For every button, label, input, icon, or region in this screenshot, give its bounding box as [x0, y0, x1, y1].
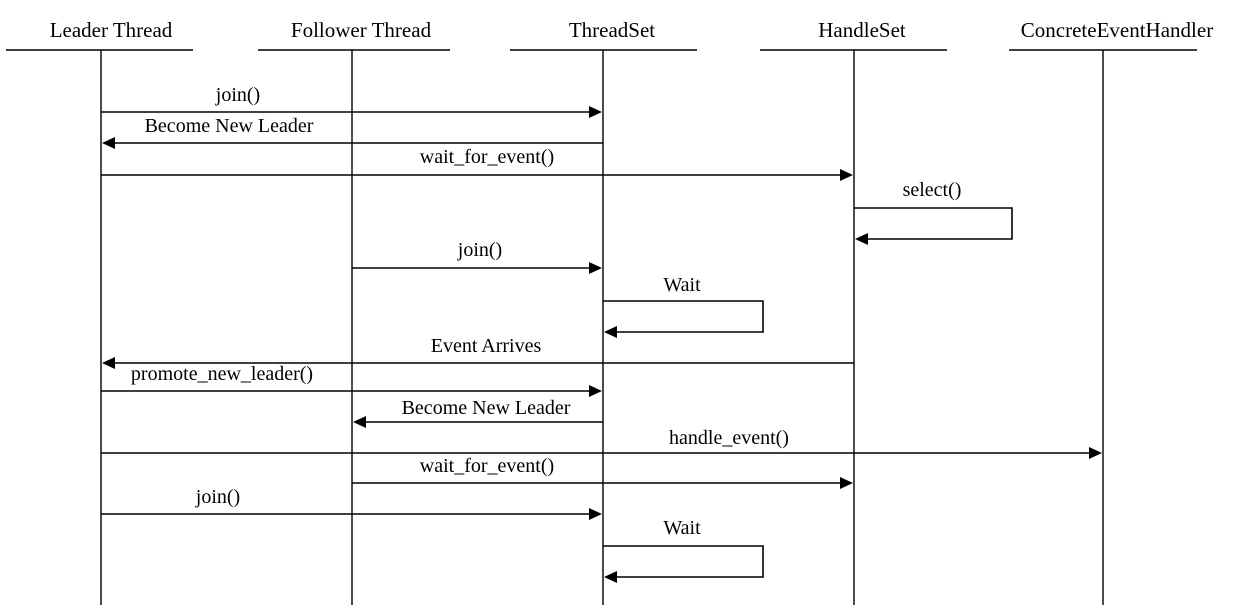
message-label: handle_event() — [669, 427, 789, 449]
participant-leader: Leader Thread — [6, 18, 193, 605]
arrow-head — [604, 326, 617, 338]
arrow-head — [604, 571, 617, 583]
messages: join()Become New Leaderwait_for_event()s… — [101, 84, 1102, 583]
message-label: Become New Leader — [145, 115, 314, 137]
arrow-head — [589, 385, 602, 397]
message-label: Event Arrives — [431, 335, 542, 357]
self-message-line — [603, 300, 764, 333]
arrow-head — [589, 508, 602, 520]
message-label: wait_for_event() — [420, 455, 554, 477]
participant-handler: ConcreteEventHandler — [1009, 18, 1213, 605]
message-label: Wait — [663, 517, 701, 539]
arrow-head — [102, 137, 115, 149]
arrow-head — [102, 357, 115, 369]
arrow-head — [353, 416, 366, 428]
participant-label: ConcreteEventHandler — [1021, 18, 1213, 42]
message: wait_for_event() — [352, 455, 853, 489]
message-label: Wait — [663, 274, 701, 296]
arrow-head — [589, 262, 602, 274]
message: handle_event() — [101, 427, 1102, 459]
self-message-line — [603, 545, 764, 578]
participant-follower: Follower Thread — [258, 18, 450, 605]
message-label: Become New Leader — [402, 397, 571, 419]
arrow-head — [589, 106, 602, 118]
arrow-head — [840, 169, 853, 181]
message: Become New Leader — [353, 397, 603, 428]
message: Become New Leader — [102, 115, 603, 149]
message-label: wait_for_event() — [420, 146, 554, 168]
arrow-head — [840, 477, 853, 489]
arrow-head — [855, 233, 868, 245]
message-label: select() — [903, 179, 962, 201]
participant-threadset: ThreadSet — [510, 18, 697, 605]
message: Wait — [603, 274, 764, 338]
message: join() — [101, 84, 602, 118]
message: Wait — [603, 517, 764, 583]
participant-label: HandleSet — [818, 18, 906, 42]
message: wait_for_event() — [101, 146, 853, 181]
arrow-head — [1089, 447, 1102, 459]
message: promote_new_leader() — [101, 363, 602, 397]
participant-handleset: HandleSet — [760, 18, 947, 605]
message: Event Arrives — [102, 335, 854, 369]
participant-label: ThreadSet — [569, 18, 655, 42]
message: join() — [352, 239, 602, 274]
message: select() — [854, 179, 1013, 245]
message-label: promote_new_leader() — [131, 363, 313, 385]
message-label: join() — [195, 486, 240, 508]
message-label: join() — [215, 84, 260, 106]
participants: Leader Thread Follower Thread ThreadSet Han… — [6, 18, 1213, 605]
message: join() — [101, 486, 602, 520]
participant-label: Follower Thread — [291, 18, 432, 42]
message-label: join() — [457, 239, 502, 261]
self-message-line — [854, 207, 1013, 240]
participant-label: Leader Thread — [50, 18, 173, 42]
